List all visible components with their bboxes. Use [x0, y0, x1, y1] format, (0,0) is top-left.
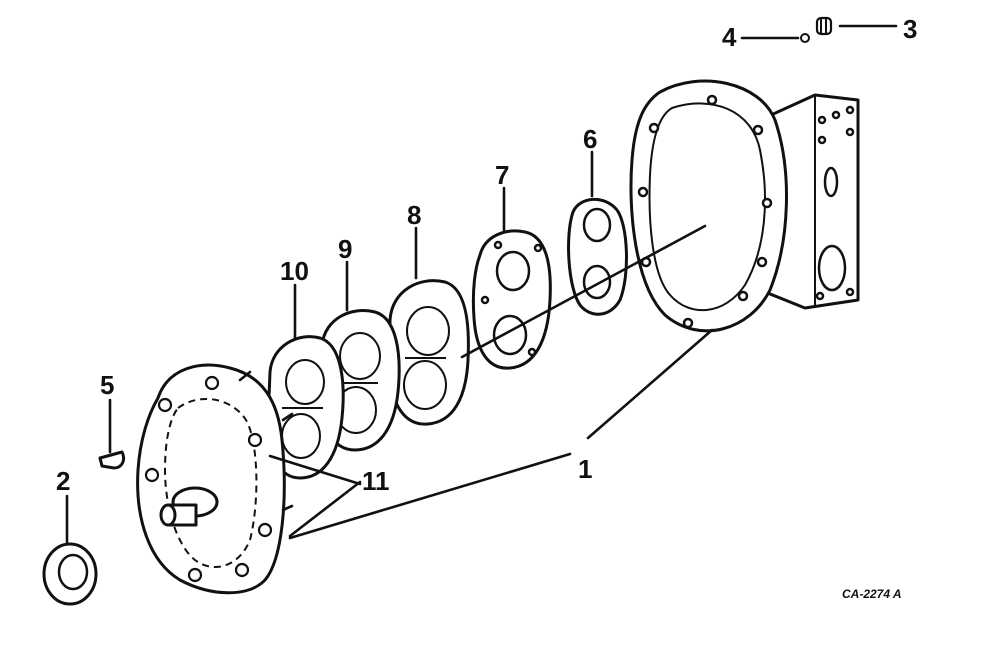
callout-1: 1 [578, 454, 592, 484]
callout-10: 10 [280, 256, 309, 286]
pump-housing [629, 79, 860, 333]
assembly-axis [460, 224, 707, 359]
front-cover [136, 363, 294, 595]
leader-lines [65, 24, 898, 544]
drawing-code: CA-2274 A [842, 587, 902, 601]
wear-plate-part-7 [471, 229, 552, 370]
key-part-5 [98, 450, 126, 470]
callout-9: 9 [338, 234, 352, 264]
callout-11: 11 [362, 466, 390, 496]
callout-2: 2 [56, 466, 70, 496]
callout-5: 5 [100, 370, 114, 400]
gasket-part-8 [388, 279, 470, 426]
callout-3: 3 [903, 14, 917, 44]
callout-7: 7 [495, 160, 509, 190]
o-ring-part-4 [800, 33, 810, 43]
plug-part-3 [815, 16, 833, 36]
callout-4: 4 [722, 22, 737, 52]
plate-part-6 [567, 197, 628, 316]
seal-part-2 [42, 542, 98, 606]
callout-8: 8 [407, 200, 421, 230]
callout-6: 6 [583, 124, 597, 154]
